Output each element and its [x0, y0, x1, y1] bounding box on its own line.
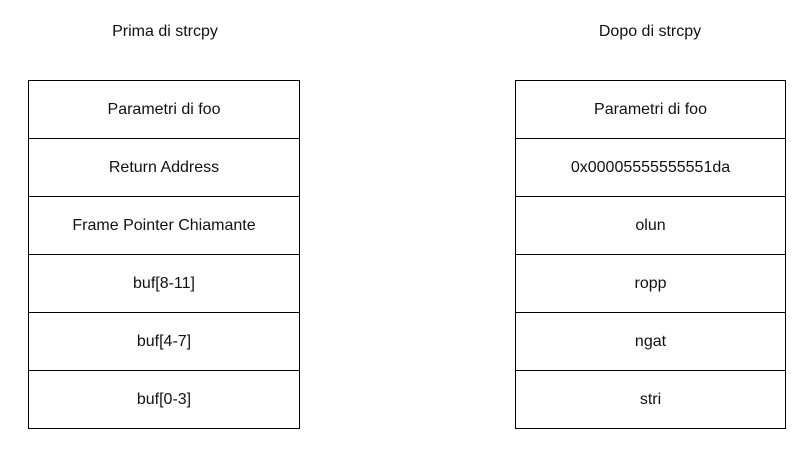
after-cell-buf-0-3: stri: [516, 371, 785, 429]
before-cell-buf-8-11: buf[8-11]: [29, 255, 299, 313]
before-strcpy-title: Prima di strcpy: [112, 23, 218, 40]
after-cell-frame-pointer: olun: [516, 197, 785, 255]
after-strcpy-title: Dopo di strcpy: [598, 23, 702, 40]
before-cell-return-address: Return Address: [29, 139, 299, 197]
before-cell-foo-params: Parametri di foo: [29, 81, 299, 139]
before-cell-buf-0-3: buf[0-3]: [29, 371, 299, 429]
before-stack-diagram: Parametri di foo Return Address Frame Po…: [28, 80, 300, 429]
after-cell-buf-4-7: ngat: [516, 313, 785, 371]
before-cell-buf-4-7: buf[4-7]: [29, 313, 299, 371]
after-cell-buf-8-11: ropp: [516, 255, 785, 313]
before-cell-frame-pointer: Frame Pointer Chiamante: [29, 197, 299, 255]
after-cell-foo-params: Parametri di foo: [516, 81, 785, 139]
after-stack-diagram: Parametri di foo 0x00005555555551da olun…: [515, 80, 786, 429]
after-cell-return-address: 0x00005555555551da: [516, 139, 785, 197]
